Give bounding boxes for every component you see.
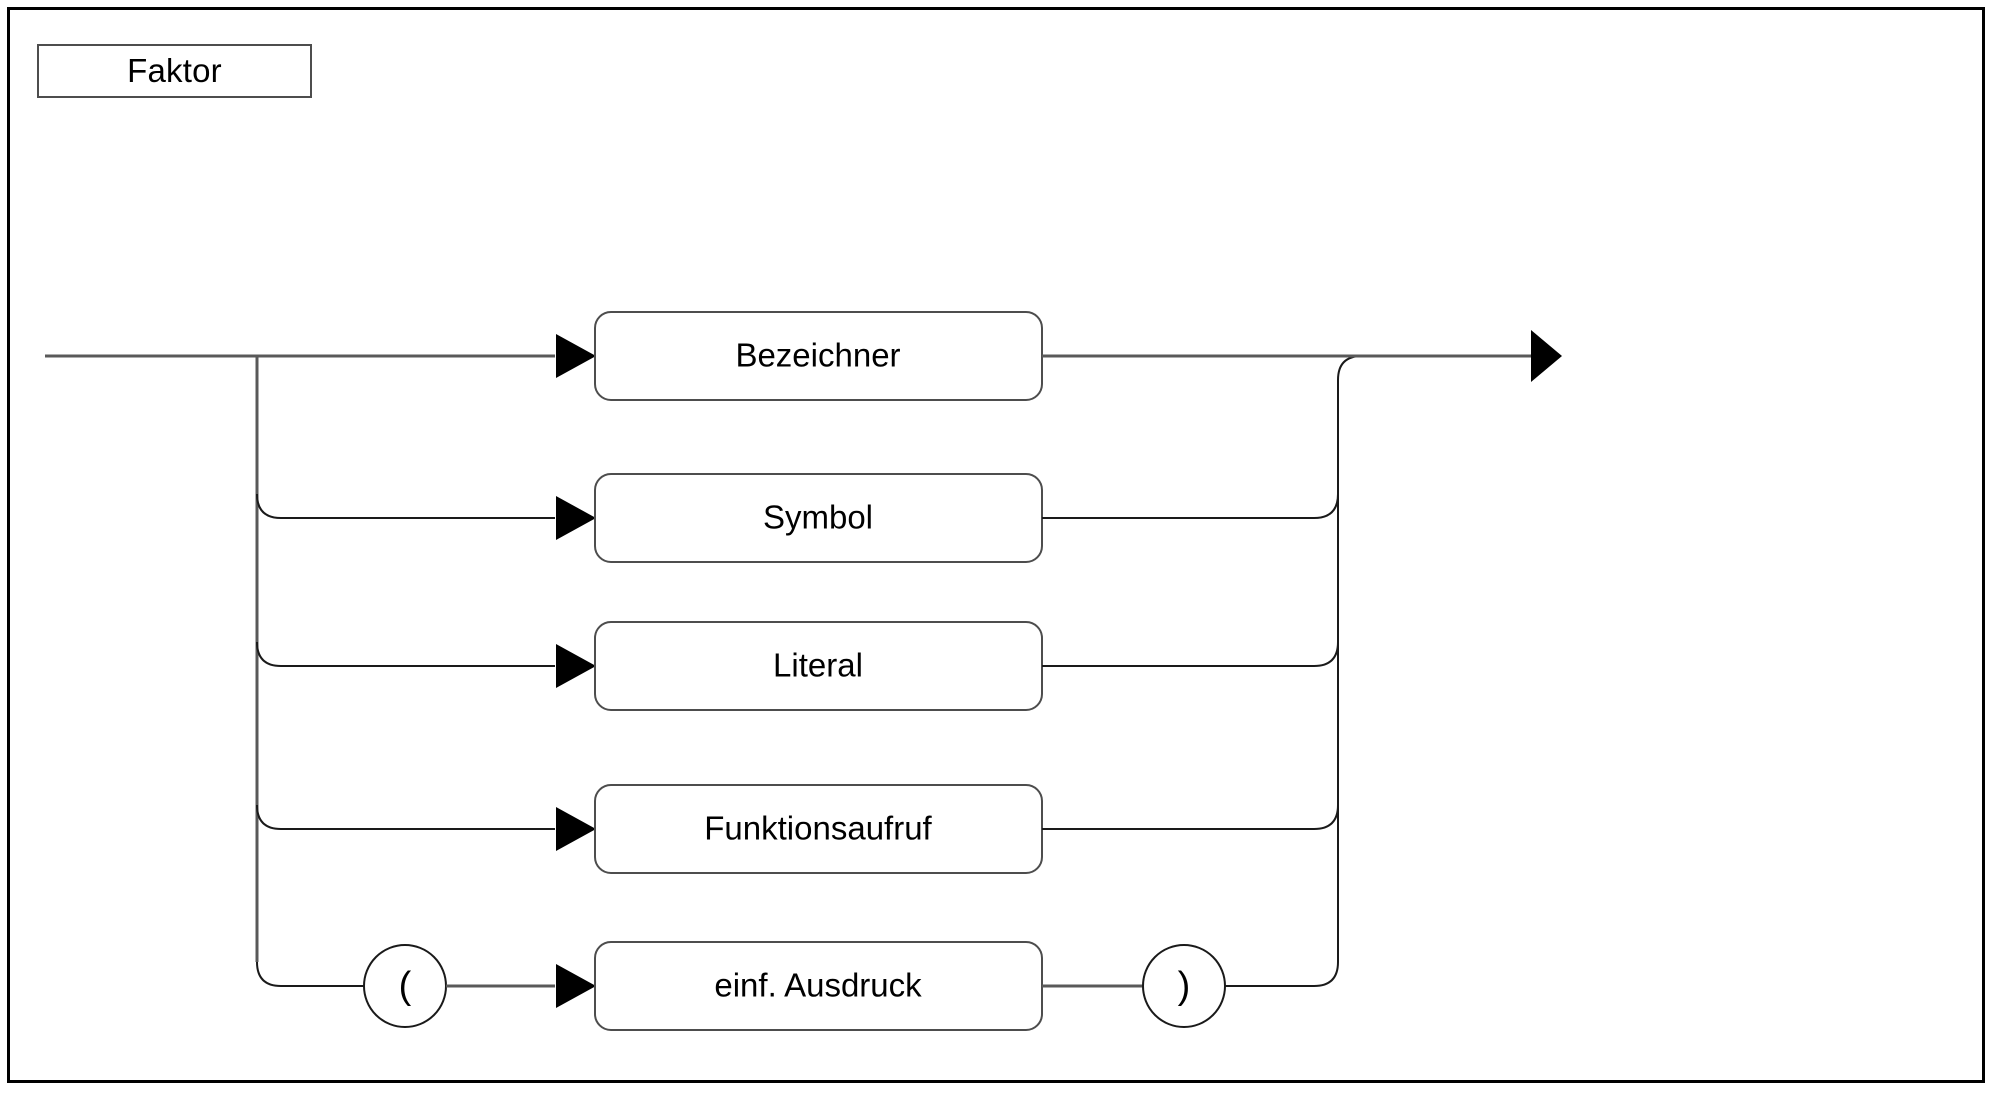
entry-rail-group (45, 354, 259, 962)
alternative-row-symbol: Symbol (256, 473, 1339, 563)
row4-arrow-icon (556, 807, 596, 851)
row3-arrow-icon (556, 644, 596, 688)
exit-arrow-icon (1531, 330, 1562, 382)
node-label-literal: Literal (773, 647, 863, 684)
row2-merge-curve (1042, 493, 1339, 519)
row2-branch-curve (256, 493, 555, 519)
row5-merge-curve (1225, 961, 1339, 987)
alternative-row-bezeichner: Bezeichner (257, 311, 1338, 401)
node-label-einf-ausdruck: einf. Ausdruck (714, 967, 922, 1004)
row3-branch-curve (256, 641, 555, 667)
row3-merge-curve (1042, 641, 1339, 667)
row5-branch-curve (256, 961, 364, 987)
row1-arrow-icon (556, 334, 596, 378)
node-label-close-paren: ) (1178, 965, 1191, 1007)
diagram-title-box: Faktor (37, 44, 312, 98)
row2-arrow-icon (556, 496, 596, 540)
alternative-row-literal: Literal (256, 621, 1339, 711)
node-label-symbol: Symbol (763, 499, 873, 536)
node-label-bezeichner: Bezeichner (735, 337, 900, 374)
exit-rail-group (1337, 330, 1562, 962)
node-label-funktionsaufruf: Funktionsaufruf (704, 810, 932, 847)
row4-merge-curve (1042, 804, 1339, 830)
alternative-row-klammer-ausdruck: ( einf. Ausdruck ) (256, 941, 1339, 1031)
row4-branch-curve (256, 804, 555, 830)
node-label-open-paren: ( (399, 965, 412, 1007)
page-title: Faktor (127, 52, 222, 89)
alternative-row-funktionsaufruf: Funktionsaufruf (256, 784, 1339, 874)
row5-arrow-icon (556, 964, 596, 1008)
merge-vertical-rail (1337, 355, 1363, 962)
